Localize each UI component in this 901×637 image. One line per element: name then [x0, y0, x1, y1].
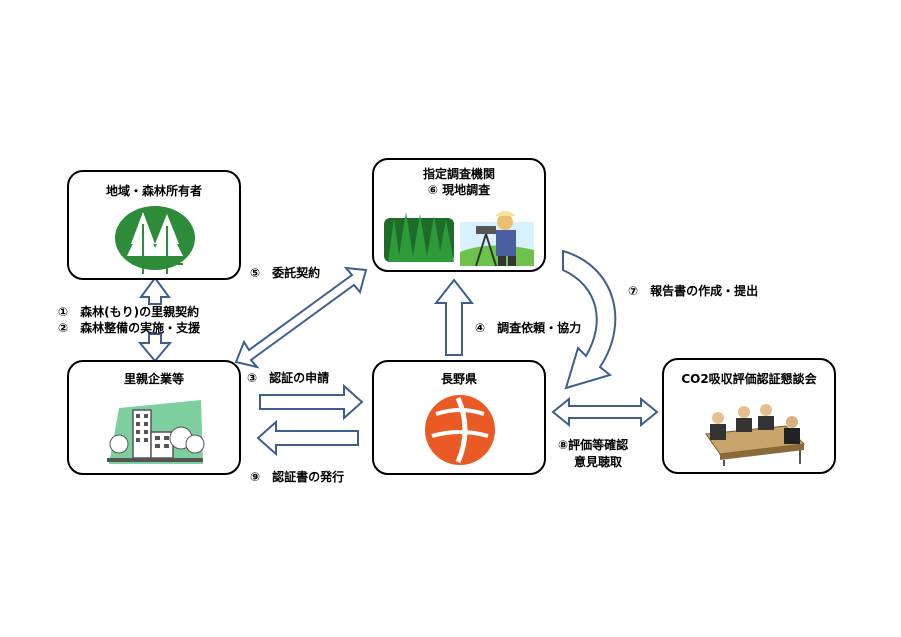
owner-node: 地域・森林所有者	[67, 170, 241, 280]
label-contract-1: ① 森林(もり)の里親契約	[58, 305, 200, 319]
arrow-commission	[234, 266, 368, 369]
company-node: 里親企業等	[67, 360, 241, 475]
committee-node: CO2吸収評価認証懇談会	[662, 358, 836, 474]
label-report: ⑦ 報告書の作成・提出	[628, 284, 759, 298]
arrow-request	[433, 278, 475, 356]
prefecture-node: 長野県	[372, 360, 546, 475]
company-title: 里親企業等	[123, 372, 184, 386]
arrow-report	[562, 249, 617, 390]
agency-title: 指定調査機関	[422, 167, 495, 181]
owner-title: 地域・森林所有者	[105, 184, 202, 198]
arrow-owner-up	[139, 276, 171, 305]
label-evaluate-2: 意見聴取	[574, 455, 623, 469]
building-icon	[107, 400, 205, 464]
label-request: ④ 調査依頼・協力	[475, 321, 582, 335]
arrow-issue	[256, 419, 359, 457]
agency-subtitle: ⑥ 現地調査	[427, 183, 491, 197]
label-contract-2: ② 森林整備の実施・支援	[58, 321, 201, 335]
label-apply: ③ 認証の申請	[247, 371, 330, 385]
arrow-evaluate	[551, 396, 659, 428]
nagano-prefecture-logo	[425, 395, 495, 465]
surveyor-icon	[384, 211, 534, 267]
label-issue: ⑨ 認証書の発行	[250, 470, 345, 484]
arrow-apply	[259, 383, 364, 421]
forest-tree-icon	[115, 206, 195, 274]
agency-node: 指定調査機関 ⑥ 現地調査	[372, 158, 546, 272]
prefecture-title: 長野県	[440, 372, 477, 386]
label-evaluate-1: ⑧評価等確認	[558, 438, 629, 452]
label-commission: ⑤ 委託契約	[250, 266, 321, 280]
arrow-company-down	[137, 333, 173, 363]
meeting-icon	[705, 404, 806, 466]
committee-title: CO2吸収評価認証懇談会	[681, 372, 817, 386]
